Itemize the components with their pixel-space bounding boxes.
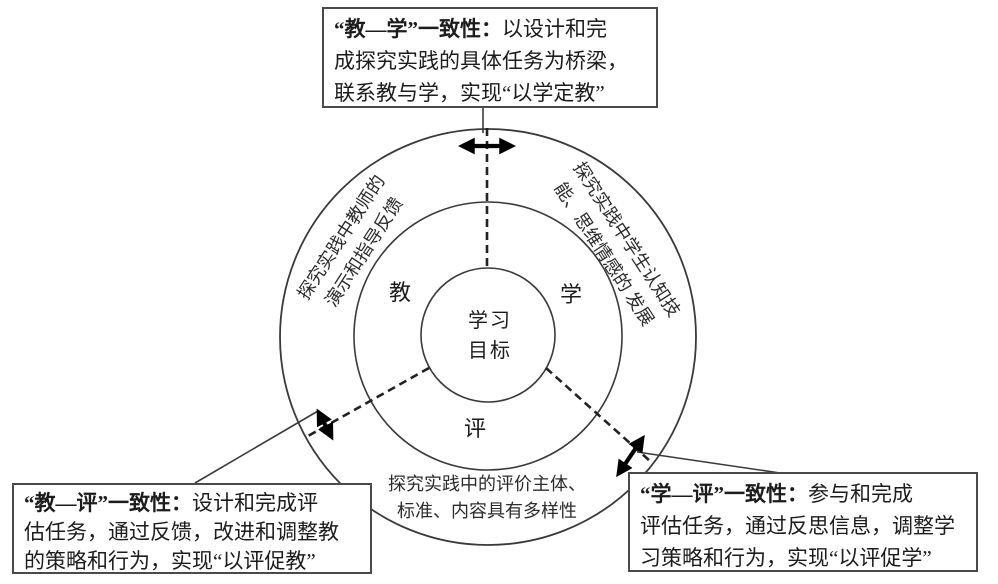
right-box-connector-line	[636, 451, 781, 474]
center-goal-line1: 学习	[468, 310, 512, 332]
learn-evaluate-consistency-box: “学—评”一致性：参与和完成 评估任务，通过反思信息，调整学 习策略和行为，实现…	[628, 472, 978, 572]
box-text: 参与和完成	[808, 482, 913, 506]
box-title: “学—评”一致性：	[640, 482, 808, 506]
center-goal-line2: 目标	[468, 340, 512, 362]
double-arrow-teach-evaluate	[316, 408, 334, 441]
box-line: 成探究实践的具体任务为桥梁，	[334, 49, 628, 73]
box-line: “教—学”一致性：以设计和完	[334, 13, 646, 45]
box-line: 习策略和行为，实现“以评促学”	[640, 546, 932, 570]
sector-label-evaluate: 评	[463, 416, 487, 441]
box-title: “教—评”一致性：	[24, 491, 192, 515]
teach-learn-consistency-box: “教—学”一致性：以设计和完 成探究实践的具体任务为桥梁， 联系教与学，实现“以…	[322, 7, 658, 108]
box-line: “学—评”一致性：参与和完成	[640, 478, 966, 510]
divider-lower-right-dashed-line	[545, 367, 651, 462]
inner-circle	[420, 267, 556, 403]
box-text: 以设计和完	[502, 17, 607, 41]
evaluation-label-line1: 探究实践中的评价主体、	[388, 474, 586, 494]
center-goal-label: 学习 目标	[468, 306, 512, 366]
box-text: 设计和完成评	[192, 491, 318, 515]
box-line: 估任务，通过反馈，改进和调整教	[24, 520, 339, 544]
teach-evaluate-consistency-box: “教—评”一致性：设计和完成评 估任务，通过反馈，改进和调整教 的策略和行为，实…	[12, 483, 372, 574]
divider-lower-left-dashed-line	[307, 366, 430, 438]
sector-label-teach: 教	[388, 280, 412, 305]
double-arrow-learn-evaluate	[616, 434, 645, 478]
sector-label-learn: 学	[559, 282, 583, 307]
box-line: 的策略和行为，实现“以评促教”	[24, 549, 316, 573]
box-line: 评估任务，通过反思信息，调整学	[640, 514, 955, 538]
left-box-connector-line	[194, 410, 319, 484]
box-title: “教—学”一致性：	[334, 17, 502, 41]
middle-circle	[353, 201, 623, 471]
outer-ring-evaluation-label: 探究实践中的评价主体、 标准、内容具有多样性	[388, 471, 586, 525]
evaluation-label-line2: 标准、内容具有多样性	[397, 501, 577, 521]
box-line: 联系教与学，实现“以学定教”	[334, 81, 605, 105]
box-line: “教—评”一致性：设计和完成评	[24, 489, 360, 518]
